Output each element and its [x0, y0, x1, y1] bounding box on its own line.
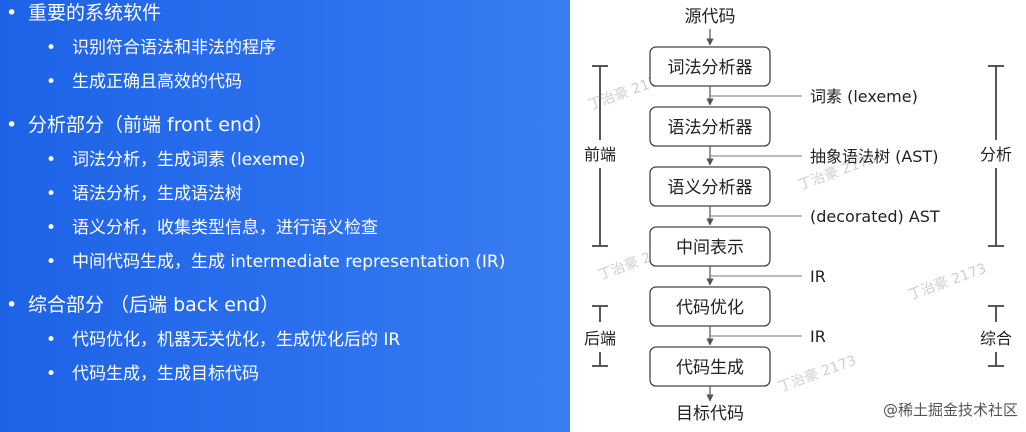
list-item: •代码生成，生成目标代码 [46, 364, 259, 384]
list-item: •中间代码生成，生成 intermediate representation (… [46, 252, 506, 272]
codegen-box [649, 346, 771, 387]
list-item: •代码优化，机器无关优化，生成优化后的 IR [46, 330, 401, 350]
list-item: •词法分析，生成词素 (lexeme) [46, 150, 306, 170]
lexer-label: 词法分析器 [668, 58, 753, 78]
list-item: •识别符合语法和非法的程序 [46, 38, 276, 58]
back-end-label: 后端 [584, 329, 616, 348]
codegen-label: 代码生成 [676, 358, 744, 378]
diagram-canvas: 丁治豪 2173 丁治豪 2173 丁治豪 2173 丁治豪 2173 丁治豪 … [584, 7, 1018, 424]
edge-label-ast: 抽象语法树 (AST) [810, 147, 938, 166]
edge-label-lexeme: 词素 (lexeme) [810, 87, 918, 106]
edge-label-ir-optimized: IR [810, 327, 826, 346]
lexer-box [649, 46, 771, 87]
left-panel: •重要的系统软件 •识别符合语法和非法的程序 •生成正确且高效的代码 •分析部分… [0, 0, 570, 432]
edge-label-ir: IR [810, 267, 826, 286]
target-code-label: 目标代码 [676, 404, 744, 424]
list-item: •生成正确且高效的代码 [46, 72, 242, 92]
analysis-label: 分析 [980, 145, 1012, 164]
edge-label-decorated-ast: (decorated) AST [810, 207, 940, 226]
parser-label: 语法分析器 [668, 118, 753, 138]
parser-box [649, 106, 771, 147]
optimizer-box [649, 286, 771, 327]
optimizer-label: 代码优化 [676, 298, 744, 318]
source-code-label: 源代码 [685, 7, 736, 27]
semantic-analyzer-label: 语义分析器 [668, 178, 753, 198]
watermark: 丁治豪 2173 [906, 261, 989, 304]
section-title-front-end: •分析部分（前端 front end） [6, 114, 274, 136]
footer-credit: @稀土掘金技术社区 [883, 401, 1018, 419]
semantic-analyzer-box [649, 166, 771, 207]
compiler-pipeline-diagram: 丁治豪 2173 丁治豪 2173 丁治豪 2173 丁治豪 2173 丁治豪 … [570, 0, 1026, 432]
section-title-system-software: •重要的系统软件 [6, 2, 162, 24]
list-item: •语法分析，生成语法树 [46, 184, 242, 204]
watermark: 丁治豪 2173 [776, 353, 859, 396]
section-title-back-end: •综合部分 （后端 back end） [6, 294, 280, 316]
ir-box [649, 226, 771, 267]
list-item: •语义分析，收集类型信息，进行语义检查 [46, 218, 378, 238]
synthesis-label: 综合 [980, 329, 1012, 348]
front-end-label: 前端 [584, 145, 616, 164]
ir-label: 中间表示 [676, 238, 744, 258]
